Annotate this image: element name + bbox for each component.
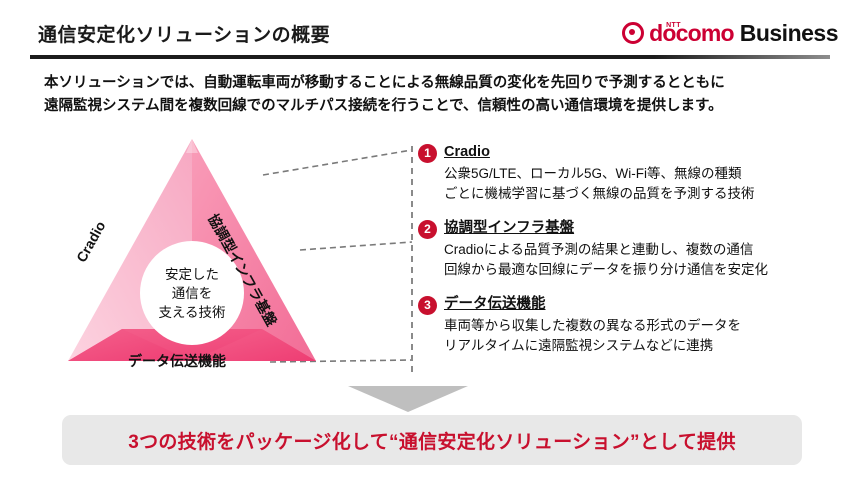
logo-docomo-wordmark: NTT docomo	[649, 19, 734, 46]
slide-header: 通信安定化ソリューションの概要 NTT docomo Business	[0, 0, 860, 59]
logo-docomo-text: docomo	[649, 19, 734, 46]
triangle-diagram: 安定した 通信を 支える技術 Cradio 協調型インフラ基盤 データ伝送機能	[62, 133, 362, 378]
logo-business-text: Business	[739, 19, 839, 46]
docomo-circle-mark-icon	[622, 22, 645, 44]
page-title: 通信安定化ソリューションの概要	[38, 25, 331, 46]
header-divider	[30, 55, 830, 59]
feature-body-3: 車両等から収集した複数の異なる形式のデータを リアルタイムに遠隔監視システムなど…	[444, 316, 838, 356]
feature-heading-1: Cradio	[444, 144, 490, 160]
feature-badge-2: 2	[418, 220, 437, 239]
triangle-center-circle: 安定した 通信を 支える技術	[140, 241, 244, 345]
feature-body-2-line-2: 回線から最適な回線にデータを振り分け通信を安定化	[444, 262, 768, 277]
feature-body-1-line-2: ごとに機械学習に基づく無線の品質を予測する技術	[444, 186, 755, 201]
docomo-business-logo: NTT docomo Business	[622, 19, 839, 46]
feature-body-1-line-1: 公衆5G/LTE、ローカル5G、Wi-Fi等、無線の種類	[444, 166, 742, 181]
triangle-label-data-transfer: データ伝送機能	[128, 353, 226, 369]
triangle-bottom-right-wedge	[192, 329, 316, 361]
feature-item-1: 1 Cradio 公衆5G/LTE、ローカル5G、Wi-Fi等、無線の種類 ごと…	[418, 143, 838, 204]
triangle-apex-highlight	[186, 139, 198, 153]
feature-heading-2: 協調型インフラ基盤	[444, 220, 575, 236]
feature-body-3-line-2: リアルタイムに遠隔監視システムなどに連携	[444, 338, 714, 353]
intro-line-2: 遠隔監視システム間を複数回線でのマルチパス接続を行うことで、信頼性の高い通信環境…	[44, 98, 723, 114]
center-line-3: 支える技術	[158, 304, 226, 320]
center-line-2: 通信を	[171, 285, 213, 301]
feature-item-3: 3 データ伝送機能 車両等から収集した複数の異なる形式のデータを リアルタイムに…	[418, 295, 838, 356]
feature-body-3-line-1: 車両等から収集した複数の異なる形式のデータを	[444, 318, 741, 333]
bottom-banner: 3つの技術をパッケージ化して“通信安定化ソリューション”として提供	[62, 415, 802, 465]
feature-body-2: Cradioによる品質予測の結果と連動し、複数の通信 回線から最適な回線にデータ…	[444, 240, 838, 280]
feature-badge-3: 3	[418, 296, 437, 315]
feature-heading-3: データ伝送機能	[444, 296, 546, 312]
center-line-1: 安定した	[165, 266, 219, 282]
feature-badge-1: 1	[418, 144, 437, 163]
feature-body-1: 公衆5G/LTE、ローカル5G、Wi-Fi等、無線の種類 ごとに機械学習に基づく…	[444, 164, 838, 204]
intro-paragraph: 本ソリューションでは、自動運転車両が移動することによる無線品質の変化を先回りで予…	[44, 72, 834, 118]
intro-line-1: 本ソリューションでは、自動運転車両が移動することによる無線品質の変化を先回りで予…	[44, 75, 725, 91]
feature-body-2-line-1: Cradioによる品質予測の結果と連動し、複数の通信	[444, 242, 754, 257]
feature-item-2: 2 協調型インフラ基盤 Cradioによる品質予測の結果と連動し、複数の通信 回…	[418, 219, 838, 280]
bottom-banner-text: 3つの技術をパッケージ化して“通信安定化ソリューション”として提供	[128, 431, 736, 453]
triangle-bottom-left-wedge	[68, 329, 192, 361]
logo-ntt-text: NTT	[666, 21, 681, 29]
down-arrow-icon	[348, 386, 468, 412]
